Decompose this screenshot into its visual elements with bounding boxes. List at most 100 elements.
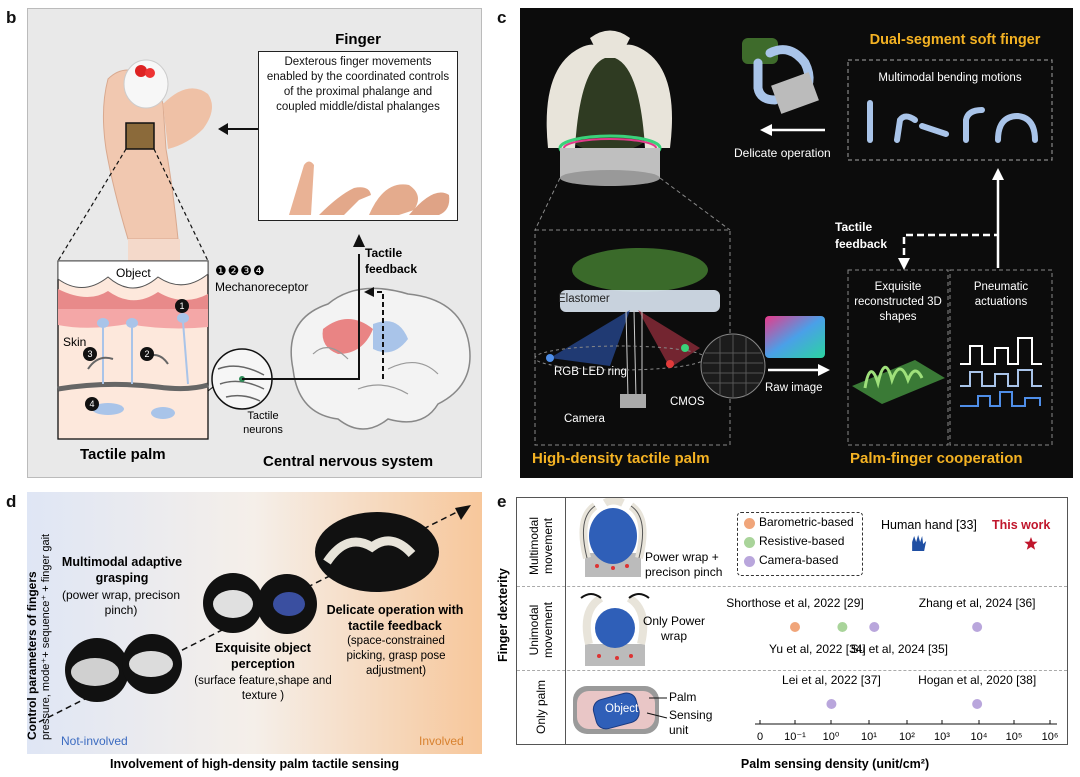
pneumatic-label: Pneumatic actuations — [973, 281, 1029, 308]
d-label2-sub: (surface feature,shape and texture ) — [194, 675, 332, 702]
camera-label: Camera — [564, 413, 605, 425]
human-hand-label: Human hand [33] — [881, 518, 977, 532]
panel-c-letter: c — [497, 8, 507, 27]
human-hand-marker — [912, 535, 927, 551]
data-point-label: Hogan et al, 2020 [38] — [918, 673, 1036, 687]
data-point — [837, 622, 848, 632]
bending-motions — [867, 100, 1038, 143]
this-work-star-marker — [1024, 537, 1038, 550]
legend-box: Barometric-based Resistive-based Camera-… — [737, 512, 863, 576]
d-x-axis-title: Involvement of high-density palm tactile… — [110, 757, 399, 771]
d-label1-title: Multimodal adaptive grasping — [61, 555, 183, 585]
panel-d: Control parameters of fingers pressure, … — [25, 490, 482, 754]
involved-label: Involved — [419, 734, 464, 748]
x-tick-label: 10⁰ — [823, 731, 840, 743]
delicate-operation-label: Delicate operation — [734, 146, 831, 160]
dual-segment-title: Dual-segment soft finger — [869, 32, 1041, 48]
gripper-illustrations — [573, 498, 668, 734]
marker-1: 1 — [175, 299, 189, 313]
legend-camera: Camera-based — [759, 553, 839, 567]
palm-finger-title: Palm-finger cooperation — [850, 450, 1023, 467]
tactile-palm-label: Tactile palm — [80, 446, 166, 463]
data-point-label: Su et al, 2024 [35] — [851, 642, 948, 656]
this-work-label: This work — [992, 518, 1051, 532]
marker-3: 3 — [83, 347, 97, 361]
x-tick-label: 10⁴ — [971, 731, 988, 743]
hand-zoom-box — [125, 122, 155, 150]
x-tick-label: 10¹ — [861, 731, 877, 743]
tactile-neurons-label: Tactile neurons — [243, 410, 283, 436]
finger-description: Dexterous finger movements enabled by th… — [266, 56, 450, 113]
finger-title: Finger — [335, 31, 381, 48]
row-header-border — [565, 498, 566, 744]
row3-object-label: Object — [605, 703, 639, 715]
d-y-axis: Control parameters of fingers pressure, … — [25, 490, 52, 740]
x-tick-label: 10⁶ — [1042, 731, 1059, 743]
tactile-feedback-c-label: Tactile feedback — [835, 220, 888, 251]
d-label1-sub: (power wrap, precison pinch) — [61, 588, 181, 617]
d-label3-title: Delicate operation with tactile feedback — [326, 603, 464, 633]
row3-sensing-label: Sensing unit — [669, 708, 713, 737]
cns-label: Central nervous system — [263, 453, 434, 470]
brain-illustration — [290, 287, 471, 430]
marker-2: 2 — [140, 347, 154, 361]
x-tick-label: 10³ — [934, 731, 950, 743]
panel-e-letter: e — [497, 492, 507, 511]
d-label2-title: Exquisite object perception — [215, 641, 311, 671]
marker-4: 4 — [85, 397, 99, 411]
x-tick-label: 0 — [757, 731, 763, 743]
raw-image-label: Raw image — [765, 382, 823, 394]
raw-image-swatch — [765, 316, 825, 358]
finger-photo — [289, 161, 450, 215]
row3-palm-label: Palm — [669, 690, 697, 704]
row-divider-2 — [517, 670, 1067, 671]
x-tick-label: 10⁵ — [1006, 731, 1023, 743]
data-point — [972, 622, 983, 632]
x-tick-label: 10² — [899, 731, 915, 743]
e-x-axis-title: Palm sensing density (unit/cm²) — [740, 757, 930, 771]
mechanoreceptor-numbers: ❶❷❸❹ — [215, 263, 266, 278]
data-point-label: Lei et al, 2022 [37] — [782, 673, 881, 687]
data-point-label: Shorthose et al, 2022 [29] — [726, 596, 863, 610]
mechanoreceptor-label: Mechanoreceptor — [215, 280, 309, 294]
panel-b-letter: b — [6, 8, 17, 27]
elastomer-label: Elastomer — [558, 293, 610, 305]
high-density-title: High-density tactile palm — [532, 450, 710, 467]
panel-c-graphics — [534, 30, 1053, 446]
panel-c: Dual-segment soft finger Multimodal bend… — [520, 8, 1073, 478]
scatter-plot: 0 10⁻¹ 10⁰ 10¹ 10² 10³ 10⁴ 10⁵ 10⁶ Shorthose et a… — [726, 535, 1059, 743]
data-point — [790, 622, 800, 632]
data-point — [826, 699, 837, 709]
panel-d-graphics — [38, 505, 471, 723]
panel-d-letter: d — [6, 492, 17, 511]
legend-dot-resistive — [744, 537, 755, 548]
finger-box — [258, 51, 458, 221]
data-point-label: Yu et al, 2022 [34] — [769, 642, 866, 656]
d-y-axis-sub: pressure, mode⁺+ sequence⁺ + finger gait — [40, 533, 52, 740]
skin-cross-section — [57, 260, 209, 440]
not-involved-label: Not-involved — [61, 734, 128, 748]
d-y-axis-title: Control parameters of fingers — [25, 571, 39, 740]
soft-finger-icon — [742, 38, 819, 114]
cmos-label: CMOS — [670, 396, 705, 408]
exquisite-shapes-label: Exquisite reconstructed 3D shapes — [854, 281, 942, 323]
panel-b-graphics — [57, 59, 471, 440]
rgb-led-label: RGB LED ring — [554, 366, 627, 378]
multimodal-bending-label: Multimodal bending motions — [878, 72, 1022, 84]
panel-b: Finger Dexterous finger movements enable… — [27, 8, 482, 478]
gripper-photo — [546, 30, 672, 186]
row2-caption: Only Power wrap — [642, 614, 706, 643]
row-divider-1 — [517, 586, 1067, 587]
legend-barometric: Barometric-based — [759, 515, 854, 529]
tactile-feedback-label: Tactile feedback — [365, 246, 418, 276]
data-point — [869, 622, 880, 632]
hand-illustration — [102, 59, 212, 264]
legend-dot-barometric — [744, 518, 755, 529]
row1-caption: Power wrap + precison pinch — [645, 550, 723, 579]
legend-dot-camera — [744, 556, 755, 567]
skin-label: Skin — [63, 335, 87, 349]
d-label3-sub: (space-constrained picking, grasp pose a… — [346, 635, 446, 677]
x-tick-label: 10⁻¹ — [784, 731, 806, 743]
object-label: Object — [116, 266, 151, 280]
panel-e: Multimodal movement Unimodal movement On… — [516, 497, 1068, 745]
